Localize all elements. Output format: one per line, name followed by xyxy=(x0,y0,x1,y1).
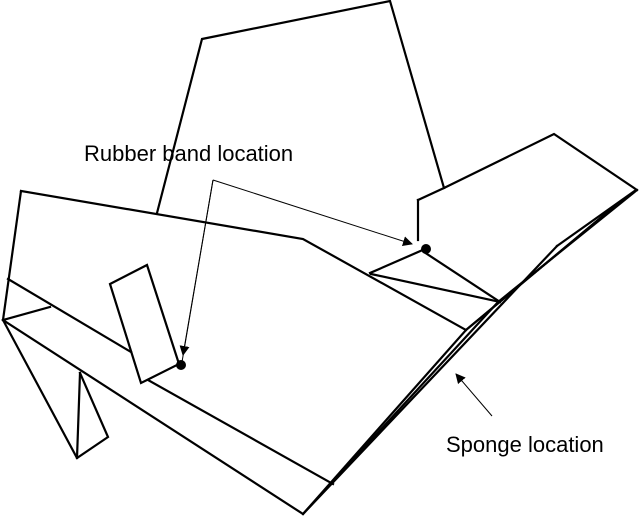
right-panel-right-edge xyxy=(301,188,639,516)
left-flap-top xyxy=(19,189,468,332)
band-strip-side xyxy=(422,250,502,304)
right-panel-bottom-edge xyxy=(301,244,559,516)
band-strip-lower-edge xyxy=(369,272,502,304)
left-flap-inner-crease xyxy=(1,305,52,322)
front-fold-edge xyxy=(301,328,468,516)
left-flap-fold-line xyxy=(6,277,133,354)
rubber-band-point-right xyxy=(421,244,431,254)
rubber-band-arrow-left xyxy=(179,179,214,356)
right-panel-inner-fold-lower xyxy=(464,203,618,332)
rubber-band-label: Rubber band location xyxy=(84,141,293,166)
sponge-arrow xyxy=(455,373,493,417)
band-strip-upper-edge xyxy=(368,247,427,275)
rubber-band-point-left xyxy=(176,360,186,370)
right-panel-crease xyxy=(555,188,638,248)
rubber-band-arrow-right xyxy=(212,179,413,247)
lower-flap-crease xyxy=(75,371,82,460)
sponge-label: Sponge location xyxy=(446,432,604,457)
left-flap-bottom-edge xyxy=(1,318,305,516)
right-panel-top xyxy=(416,132,639,202)
back-panel-outline xyxy=(155,0,446,215)
left-flap-lower-crease xyxy=(146,378,335,486)
lower-flap-outline xyxy=(1,318,110,460)
rubber-band-tab xyxy=(108,263,181,385)
left-flap-left-edge xyxy=(1,189,23,322)
